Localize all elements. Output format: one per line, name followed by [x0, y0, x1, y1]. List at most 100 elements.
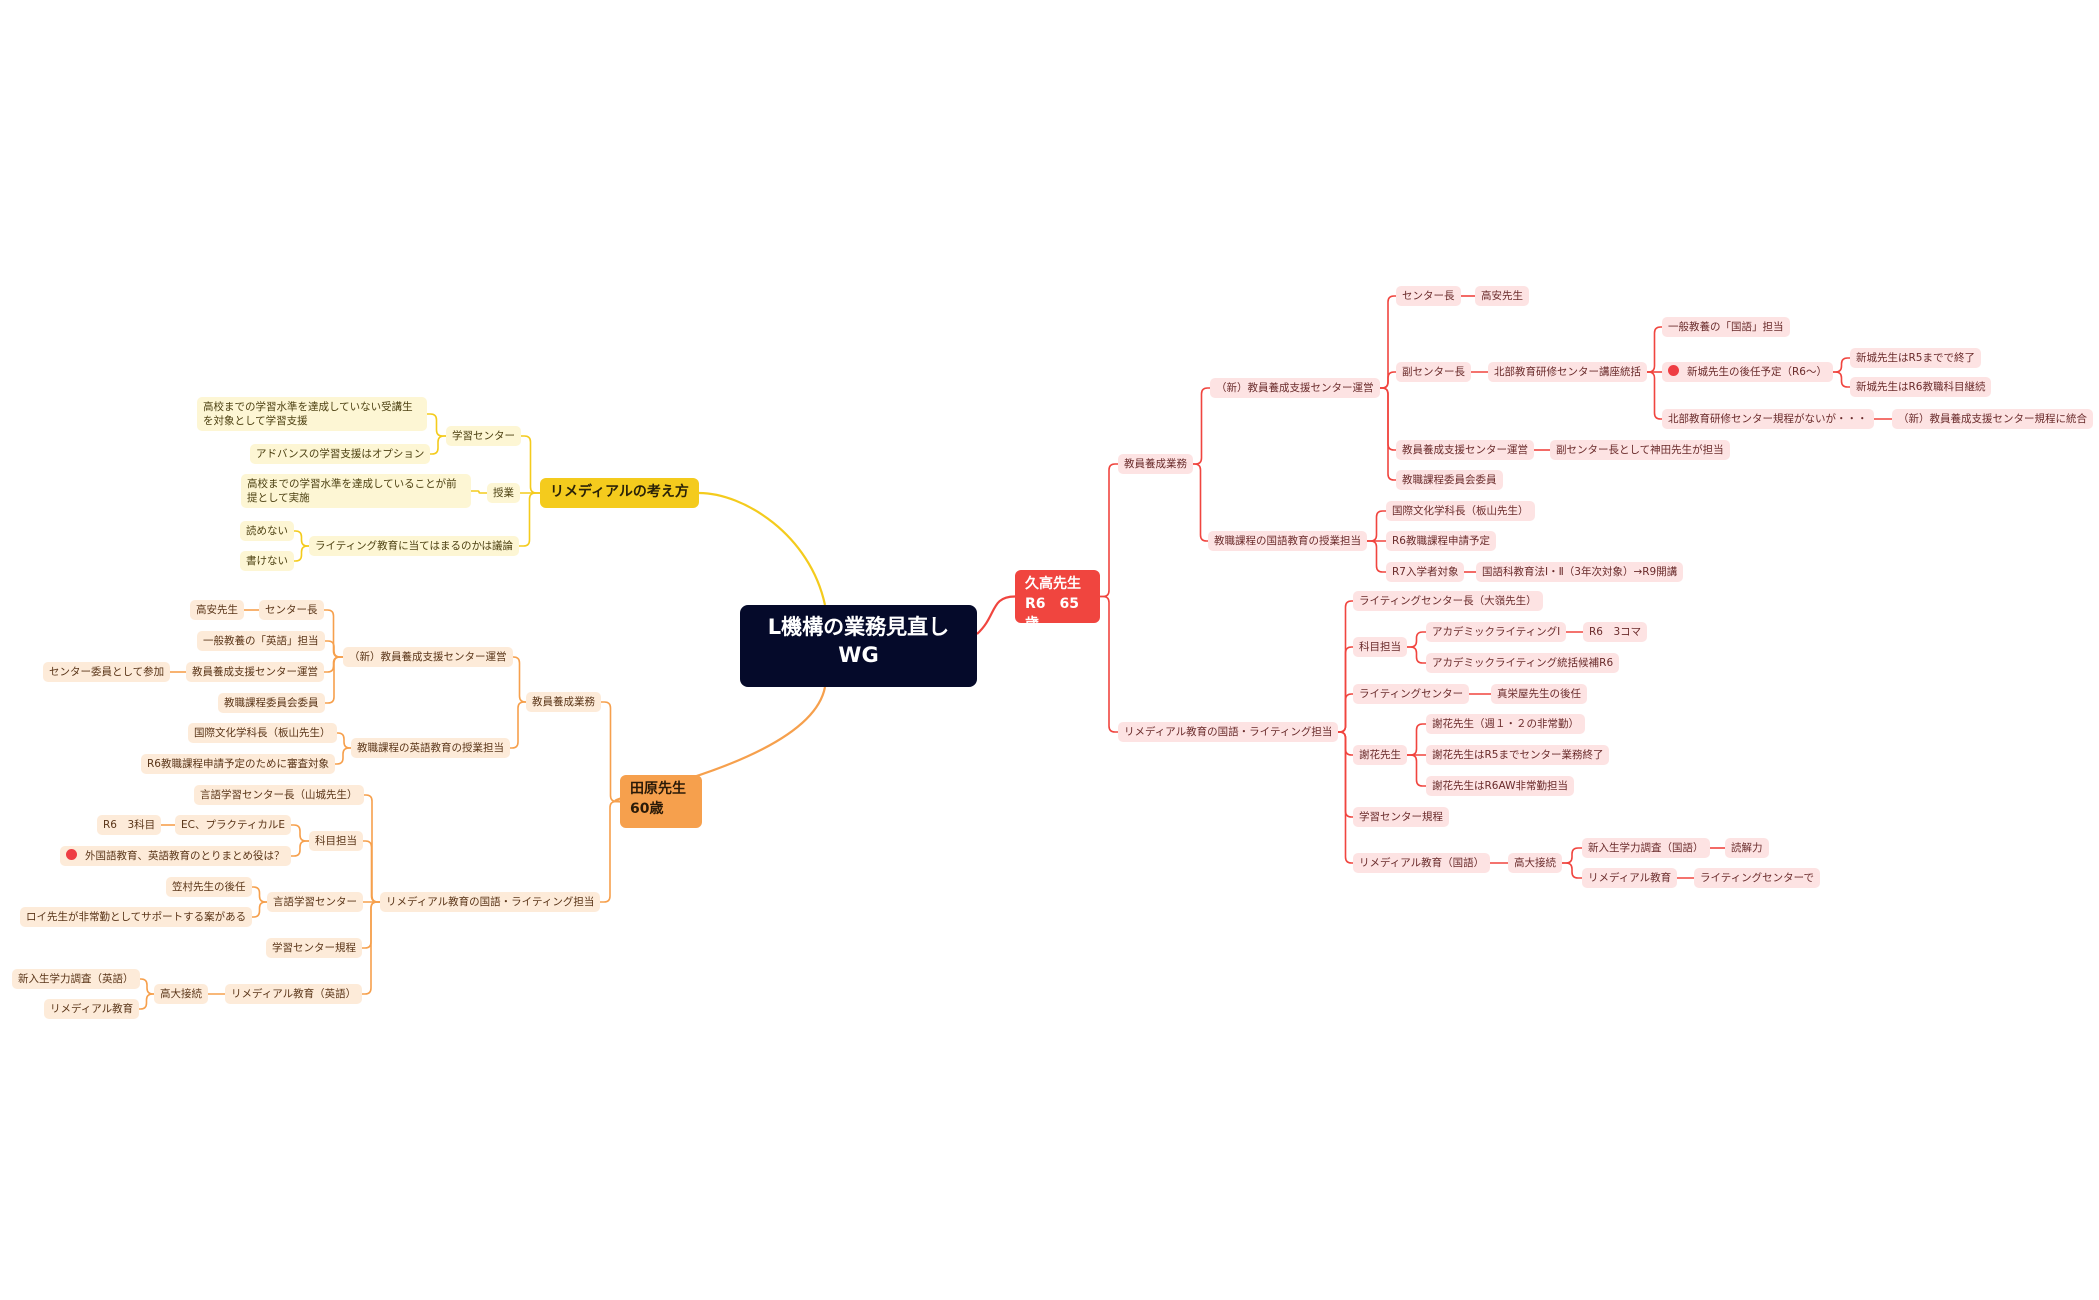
- node-tahara-en[interactable]: リメディアル教育（英語）: [225, 984, 363, 1004]
- node-kubo-jp[interactable]: リメディアル教育（国語）: [1353, 853, 1491, 873]
- node-kubo-rules[interactable]: 学習センター規程: [1353, 807, 1449, 827]
- connector-line: [139, 993, 154, 1010]
- node-kubo-academic1[interactable]: アカデミックライティングⅠ: [1426, 622, 1567, 642]
- node-tahara-general[interactable]: 一般教養の「英語」担当: [197, 631, 325, 651]
- connector-line: [519, 492, 540, 547]
- connector-line: [471, 490, 487, 494]
- node-kubo-subject[interactable]: 国語科教育法Ⅰ・Ⅱ（3年次対象）→R9開講: [1476, 562, 1684, 582]
- node-kubo-jp-remedial[interactable]: リメディアル教育: [1582, 868, 1678, 888]
- connector-line: [510, 701, 526, 749]
- connector-line: [513, 656, 526, 703]
- node-kubo-jp-connection[interactable]: 高大接続: [1508, 853, 1562, 873]
- node-kubo-kyoin[interactable]: 教員養成業務: [1118, 454, 1193, 474]
- connector-line: [363, 840, 380, 903]
- main-topic-remedial-view[interactable]: リメディアルの考え方: [540, 478, 699, 508]
- node-view-advance[interactable]: アドバンスの学習支援はオプション: [250, 444, 431, 464]
- node-tahara-center[interactable]: （新）教員養成支援センター運営: [343, 647, 513, 667]
- node-kubo-norule[interactable]: 北部教育研修センター規程がないが・・・: [1662, 409, 1874, 429]
- node-kubo-remedial[interactable]: リメディアル教育の国語・ライティング担当: [1118, 722, 1339, 742]
- node-kubo-shaka[interactable]: 謝花先生: [1353, 745, 1407, 765]
- node-kubo-chief[interactable]: センター長: [1396, 286, 1461, 306]
- node-kubo-dept[interactable]: 国際文化学科長（板山先生）: [1386, 501, 1535, 521]
- node-kubo-successor[interactable]: 新城先生の後任予定（R6〜）: [1662, 362, 1833, 382]
- connector-line: [1380, 387, 1396, 481]
- node-kubo-r5[interactable]: 新城先生はR5までで終了: [1850, 348, 1981, 368]
- connector-line: [521, 435, 540, 494]
- connector-line: [252, 886, 267, 903]
- node-kubo-jp-survey[interactable]: 新入生学力調査（国語）: [1582, 838, 1710, 858]
- node-tahara-roy[interactable]: ロイ先生が非常勤としてサポートする案がある: [20, 907, 253, 927]
- node-view-writing[interactable]: ライティング教育に当てはまるのかは議論: [309, 536, 520, 556]
- node-kubo-shaka-r5[interactable]: 謝花先生はR5までセンター業務終了: [1426, 745, 1610, 765]
- node-tahara-chief[interactable]: センター長: [259, 600, 324, 620]
- node-tahara-kyoin[interactable]: 教員養成業務: [526, 692, 601, 712]
- node-tahara-support-value[interactable]: センター委員として参加: [43, 662, 171, 682]
- node-view-premise[interactable]: 高校までの学習水準を達成していることが前提として実施: [241, 474, 471, 508]
- connector-line: [1647, 326, 1662, 373]
- connector-line: [1407, 646, 1426, 664]
- node-kubo-support[interactable]: 教員養成支援センター運営: [1396, 440, 1534, 460]
- node-kubo-shaka-weekly[interactable]: 謝花先生（週１・２の非常勤）: [1426, 714, 1585, 734]
- node-kubo-northern[interactable]: 北部教育研修センター講座統括: [1488, 362, 1647, 382]
- node-kubo-newrule[interactable]: （新）教員養成支援センター規程に統合: [1892, 409, 2093, 429]
- node-kubo-apply[interactable]: R6教職課程申請予定: [1386, 531, 1496, 551]
- node-tahara-ec[interactable]: EC、プラクティカルE: [175, 815, 291, 835]
- node-kubo-subjects[interactable]: 科目担当: [1353, 637, 1407, 657]
- connector-line: [1100, 595, 1118, 733]
- node-tahara-chief-name[interactable]: 高安先生: [190, 600, 244, 620]
- connector-line: [1193, 387, 1210, 465]
- connector-line: [1407, 723, 1426, 756]
- node-kubo-r7[interactable]: R7入学者対象: [1386, 562, 1465, 582]
- node-kubo-subjects-r6[interactable]: R6 3コマ: [1583, 622, 1648, 642]
- node-view-read[interactable]: 読めない: [240, 521, 294, 541]
- node-tahara-lang-head[interactable]: 言語学習センター長（山城先生）: [194, 785, 364, 805]
- node-kubo-writing-head[interactable]: ライティングセンター長（大嶺先生）: [1353, 591, 1543, 611]
- node-tahara-successor[interactable]: 笠村先生の後任: [166, 877, 252, 897]
- node-tahara-committee[interactable]: 教職課程委員会委員: [218, 693, 325, 713]
- node-kubo-general[interactable]: 一般教養の「国語」担当: [1662, 317, 1790, 337]
- node-kubo-jp-center[interactable]: ライティングセンターで: [1694, 868, 1821, 888]
- node-view-class[interactable]: 授業: [487, 483, 520, 503]
- connector-line: [976, 595, 1016, 635]
- node-tahara-course[interactable]: 教職課程の英語教育の授業担当: [351, 738, 510, 758]
- connector-line: [291, 824, 309, 842]
- node-view-support[interactable]: 高校までの学習水準を達成していない受講生を対象として学習支援: [197, 397, 427, 431]
- connector-line: [362, 901, 380, 995]
- node-kubo-writing-center-value[interactable]: 真栄屋先生の後任: [1491, 684, 1587, 704]
- connector-line: [601, 701, 620, 803]
- node-kubo-jp-reading[interactable]: 読解力: [1725, 838, 1769, 858]
- node-tahara-r6[interactable]: R6 3科目: [97, 815, 162, 835]
- node-tahara-en-survey[interactable]: 新入生学力調査（英語）: [12, 969, 140, 989]
- main-topic-kubo[interactable]: 久高先生 R6 65歳: [1015, 570, 1100, 632]
- node-kubo-r6[interactable]: 新城先生はR6教職科目継続: [1850, 377, 1992, 397]
- node-tahara-subjects[interactable]: 科目担当: [309, 831, 363, 851]
- root-topic[interactable]: L機構の業務見直しWG: [740, 605, 977, 687]
- connector-line: [252, 901, 267, 918]
- node-kubo-course[interactable]: 教職課程の国語教育の授業担当: [1208, 531, 1367, 551]
- node-tahara-dept[interactable]: 国際文化学科長（板山先生）: [188, 723, 337, 743]
- node-kubo-committee[interactable]: 教職課程委員会委員: [1396, 470, 1503, 490]
- node-kubo-shaka-aw[interactable]: 謝花先生はR6AW非常勤担当: [1426, 776, 1574, 796]
- node-tahara-remedial[interactable]: リメディアル教育の国語・ライティング担当: [380, 892, 601, 912]
- node-tahara-review[interactable]: R6教職課程申請予定のために審査対象: [141, 754, 335, 774]
- node-tahara-rules[interactable]: 学習センター規程: [266, 938, 362, 958]
- connector-line: [1100, 463, 1118, 598]
- node-kubo-center[interactable]: （新）教員養成支援センター運営: [1210, 378, 1380, 398]
- node-kubo-vice[interactable]: 副センター長: [1396, 362, 1471, 382]
- node-view-learning-center[interactable]: 学習センター: [446, 426, 521, 446]
- node-kubo-writing-center[interactable]: ライティングセンター: [1353, 684, 1470, 704]
- node-tahara-support[interactable]: 教員養成支援センター運営: [186, 662, 324, 682]
- node-kubo-support-value[interactable]: 副センター長として神田先生が担当: [1550, 440, 1730, 460]
- node-tahara-question[interactable]: 外国語教育、英語教育のとりまとめ役は？: [60, 846, 291, 866]
- node-tahara-en-remedial[interactable]: リメディアル教育: [44, 999, 140, 1019]
- node-kubo-academic-r6[interactable]: アカデミックライティング統括候補R6: [1426, 653, 1620, 673]
- connector-line: [1833, 357, 1850, 373]
- node-kubo-chief-name[interactable]: 高安先生: [1475, 286, 1529, 306]
- main-topic-tahara[interactable]: 田原先生 60歳: [620, 775, 702, 828]
- node-tahara-lang-center[interactable]: 言語学習センター: [267, 892, 363, 912]
- node-tahara-question-label: 外国語教育、英語教育のとりまとめ役は？: [85, 850, 285, 862]
- node-view-write[interactable]: 書けない: [240, 551, 294, 571]
- node-tahara-en-connection[interactable]: 高大接続: [154, 984, 208, 1004]
- connector-line: [337, 732, 351, 749]
